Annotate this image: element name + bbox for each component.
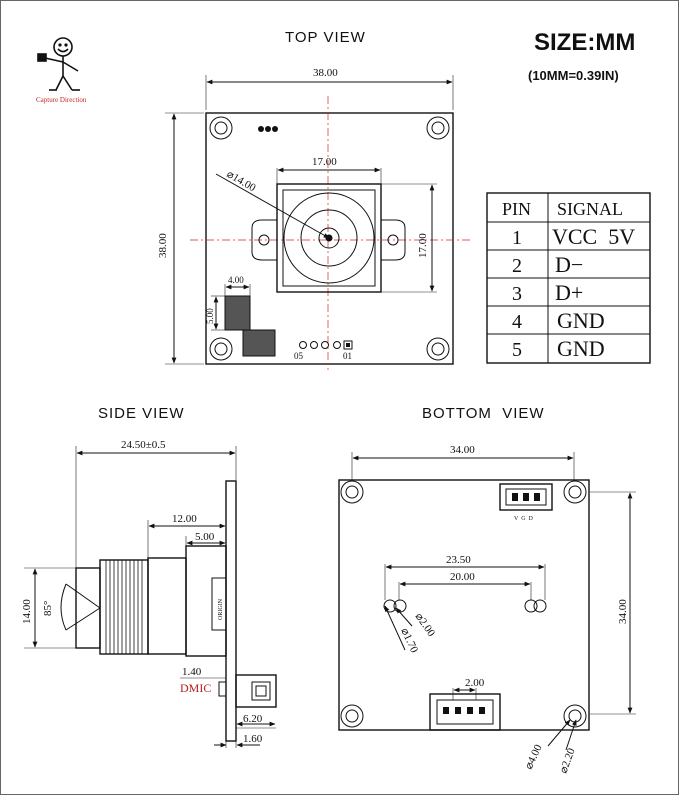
side-holder-dim: 5.00 [195, 531, 215, 543]
side-board [225, 480, 237, 742]
hole-tiny-dim: ⌀1.70 [398, 626, 420, 655]
side-height-dim: 14.00 [21, 599, 33, 624]
side-view-title: SIDE VIEW [98, 405, 185, 422]
pin-row-1-pin: 1 [512, 227, 522, 249]
top-view-title: TOP VIEW [285, 29, 366, 46]
side-view: 24.50±0.5 ORIGIN 85° 14.00 12.00 [21, 439, 277, 748]
side-lens-dim: 12.00 [172, 513, 197, 525]
bottom-height-dim: 34.00 [617, 599, 629, 624]
logo: Capture Direction [36, 37, 87, 104]
bottom-width-dim: 34.00 [450, 444, 475, 456]
pin-row-3-pin: 3 [512, 283, 522, 305]
pin-row-4-signal: GND [557, 308, 605, 333]
size-title: SIZE:MM [534, 29, 635, 56]
spacing-inner-dim: 20.00 [450, 571, 475, 583]
pin-table: PIN SIGNAL 1 VCC 5V 2 D− 3 D+ 4 GND 5 GN… [486, 192, 651, 364]
lens-height-dim: 17.00 [417, 233, 429, 258]
pin-row-5-pin: 5 [512, 339, 522, 361]
pin-row-2-pin: 2 [512, 255, 522, 277]
mic-label: DMIC [180, 681, 211, 695]
spacing-outer-dim: 23.50 [446, 554, 471, 566]
conn-pin-labels: V G D [514, 516, 534, 522]
top-width-dim: 38.00 [313, 67, 338, 79]
size-conversion: (10MM=0.39IN) [528, 68, 619, 83]
pad-width-dim: 4.00 [228, 275, 244, 285]
side-conn-dim: 6.20 [243, 713, 263, 725]
mount-inner-dim: ⌀2.20 [558, 746, 578, 775]
pin-label-05: 05 [294, 351, 304, 361]
side-total-dim: 24.50±0.5 [121, 439, 166, 451]
hole-small-dim: ⌀2.00 [413, 611, 438, 639]
top-board [205, 112, 454, 365]
bottom-board [338, 479, 590, 731]
bottom-view-title: BOTTOM VIEW [422, 405, 545, 422]
conn-pitch-dim: 2.00 [465, 677, 485, 689]
stick-figure-icon [37, 37, 80, 91]
signal-header: SIGNAL [557, 199, 623, 219]
pin-label-01: 01 [343, 351, 352, 361]
side-board-dim: 1.40 [182, 666, 202, 678]
top-view: 38.00 38.00 [157, 67, 470, 370]
pin-row-1-signal: VCC 5V [552, 224, 635, 249]
chip-label: ORIGIN [218, 598, 224, 620]
logo-text: Capture Direction [36, 96, 87, 104]
mount-outer-dim: ⌀4.00 [523, 742, 545, 771]
pin-row-3-signal: D+ [555, 280, 583, 305]
top-height-dim: 38.00 [157, 233, 169, 258]
pin-header: PIN [502, 199, 531, 219]
pad-a [224, 295, 251, 331]
lens-box-dim: 17.00 [312, 156, 337, 168]
side-thick-dim: 1.60 [243, 733, 263, 745]
pad-b [242, 329, 276, 357]
pad-height-dim: 5.00 [205, 308, 215, 324]
pin-row-2-signal: D− [555, 252, 583, 277]
pin-row-5-signal: GND [557, 336, 605, 361]
lens-diameter-dim: ⌀14.00 [225, 168, 259, 194]
view-angle: 85° [42, 601, 54, 616]
pin-row-4-pin: 4 [512, 311, 522, 333]
bottom-view: 34.00 34.00 V G D 23.50 20.00 [338, 444, 636, 775]
